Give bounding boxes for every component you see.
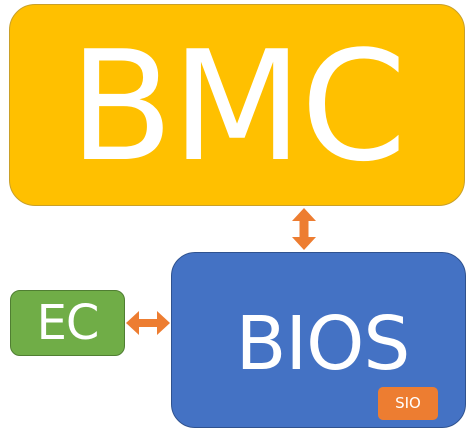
- bmc-block: BMC: [9, 4, 465, 206]
- bmc-label: BMC: [69, 18, 407, 195]
- bios-block: BIOS: [171, 252, 466, 428]
- ec-bios-double-arrow-icon: [126, 311, 170, 335]
- sio-label: SIO: [395, 394, 421, 412]
- ec-label: EC: [36, 295, 100, 351]
- bios-label: BIOS: [235, 301, 411, 387]
- sio-block: SIO: [378, 387, 438, 420]
- ec-block: EC: [10, 290, 125, 356]
- bmc-bios-double-arrow-icon: [292, 208, 316, 250]
